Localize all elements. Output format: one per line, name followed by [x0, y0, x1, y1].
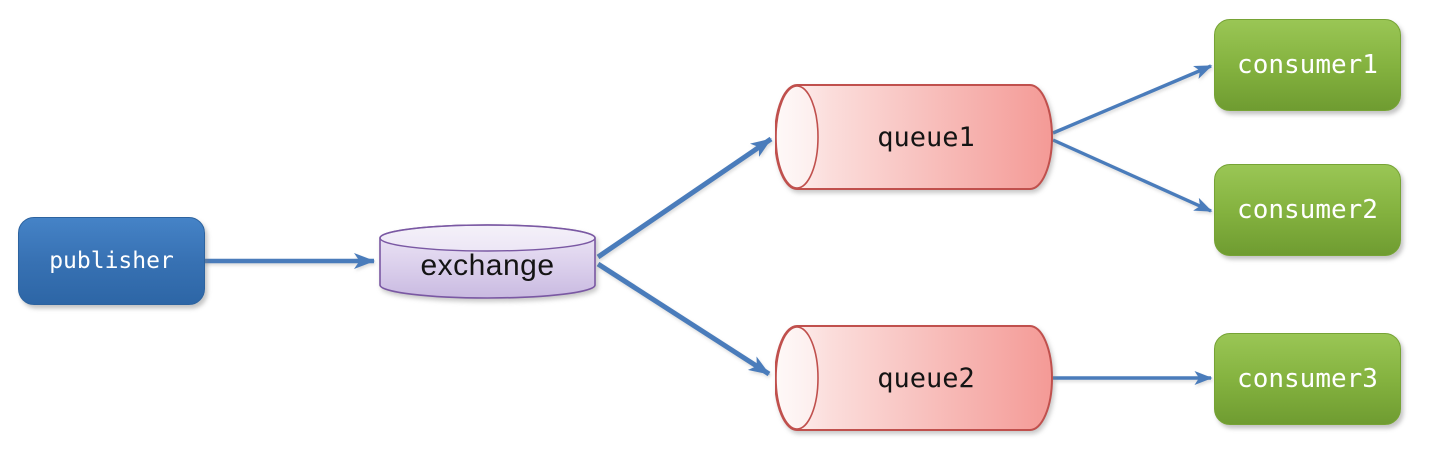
arrow-queue1-to-consumer1	[1052, 64, 1213, 135]
consumer3-label: consumer3	[1237, 364, 1378, 394]
arrow-queue1-to-consumer2	[1052, 138, 1213, 213]
exchange-cylinder-shape	[379, 224, 596, 299]
queue2-cylinder-shape	[775, 325, 1053, 431]
publisher-label: publisher	[49, 248, 174, 274]
consumer1-label: consumer1	[1237, 50, 1378, 80]
queue1-label: queue1	[877, 121, 975, 153]
exchange-label: exchange	[420, 249, 555, 282]
node-consumer1: consumer1	[1214, 19, 1401, 111]
node-queue2: queue2	[775, 324, 1053, 432]
node-consumer3: consumer3	[1214, 333, 1401, 425]
queue2-label: queue2	[877, 362, 975, 394]
queue1-cylinder-shape	[775, 84, 1053, 190]
node-exchange: exchange	[378, 223, 597, 300]
node-queue1: queue1	[775, 83, 1053, 191]
consumer2-label: consumer2	[1237, 195, 1378, 225]
node-publisher: publisher	[18, 217, 205, 305]
arrow-exchange-to-queue2	[596, 261, 771, 377]
node-consumer2: consumer2	[1214, 164, 1401, 256]
arrow-exchange-to-queue1	[596, 136, 773, 260]
